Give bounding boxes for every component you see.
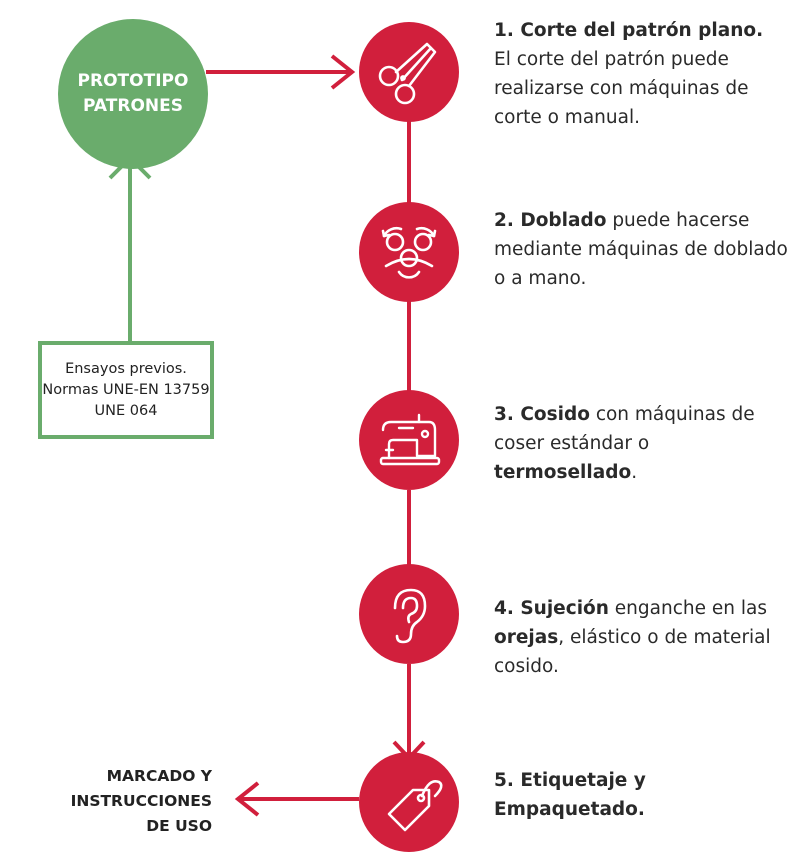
scissors-icon [378,42,437,105]
tests-line-2: Normas UNE-EN 13759 [42,381,210,398]
marking-line-1: MARCADO Y [106,767,212,785]
step-3-circle [359,390,459,490]
marking-label: MARCADO Y INSTRUCCIONES DE USO [60,764,212,839]
tests-line-1: Ensayos previos. [65,360,187,377]
step-4-circle [359,564,459,664]
step-1-title: 1. Corte del patrón plano. [494,20,764,41]
step-4-text: 4. Sujeción enganche en las orejas, elás… [494,594,794,681]
marking-line-3: DE USO [146,817,212,835]
prototype-node: PROTOTIPO PATRONES [58,19,208,169]
step-4-title: 4. Sujeción [494,598,609,619]
step-1-text: 1. Corte del patrón plano. El corte del … [494,16,794,132]
step-5-text: 5. Etiquetaje y Empaquetado. [494,766,694,824]
tag-icon [387,780,443,832]
step-3-highlight: termosellado [494,462,632,483]
step-5-circle [359,752,459,852]
step-3-text: 3. Cosido con máquinas de coser estándar… [494,400,794,487]
marking-line-2: INSTRUCCIONES [70,792,212,810]
tests-line-3: UNE 064 [94,402,158,419]
step-5-title: 5. Etiquetaje y Empaquetado. [494,770,646,820]
step-2-text: 2. Doblado puede hacerse mediante máquin… [494,206,794,293]
prototype-line-1: PROTOTIPO [77,71,189,91]
tests-node: Ensayos previos. Normas UNE-EN 13759 UNE… [38,341,214,439]
ear-icon [393,588,427,644]
step-2-title: 2. Doblado [494,210,607,231]
step-4-description: enganche en las [608,598,767,619]
step-1-circle [359,22,459,122]
step-1-description: El corte del patrón puede realizarse con… [494,49,749,128]
step-3-title: 3. Cosido [494,404,590,425]
step-2-description: puede hacerse mediante máquinas de dobla… [494,210,788,289]
step-3-description: con máquinas de coser estándar o [494,404,755,454]
step-3-end: . [631,462,638,483]
sewing-machine-icon [379,413,441,466]
folding-rollers-icon [381,227,437,279]
step-2-circle [359,202,459,302]
step-4-end: , elástico o de material cosido. [494,627,771,677]
step-4-highlight: orejas [494,627,559,648]
arrowhead-to-marking [234,781,260,817]
arrowhead-prototype-to-cut [330,54,356,90]
prototype-line-2: PATRONES [83,96,183,116]
